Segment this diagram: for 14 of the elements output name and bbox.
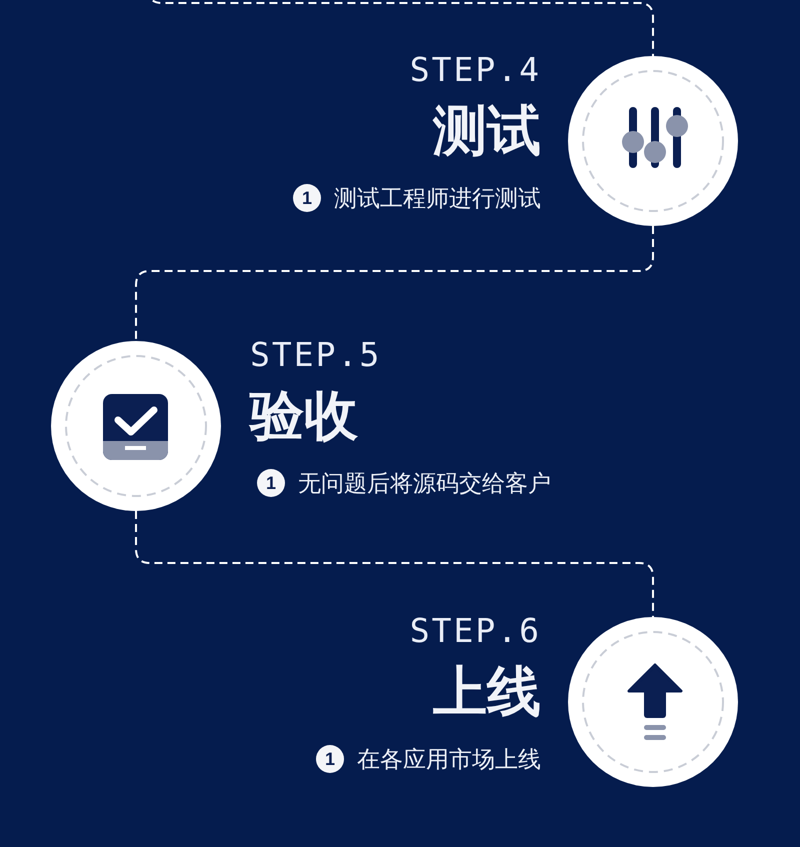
number-bullet: 1 [316,745,344,773]
step-description: 测试工程师进行测试 [334,186,541,210]
step-label: STEP.5 [250,338,382,370]
step-label: STEP.6 [410,614,541,646]
number-bullet: 1 [293,184,321,212]
step-description: 无问题后将源码交给客户 [298,472,551,494]
number-bullet: 1 [257,469,285,497]
step-title: 测试 [433,104,541,158]
step-title: 上线 [433,665,541,719]
dashed-connector [135,511,654,617]
step-title: 验收 [250,389,358,443]
dashed-connector [135,226,654,341]
step-label: STEP.4 [410,52,541,86]
step-description: 在各应用市场上线 [357,748,541,770]
